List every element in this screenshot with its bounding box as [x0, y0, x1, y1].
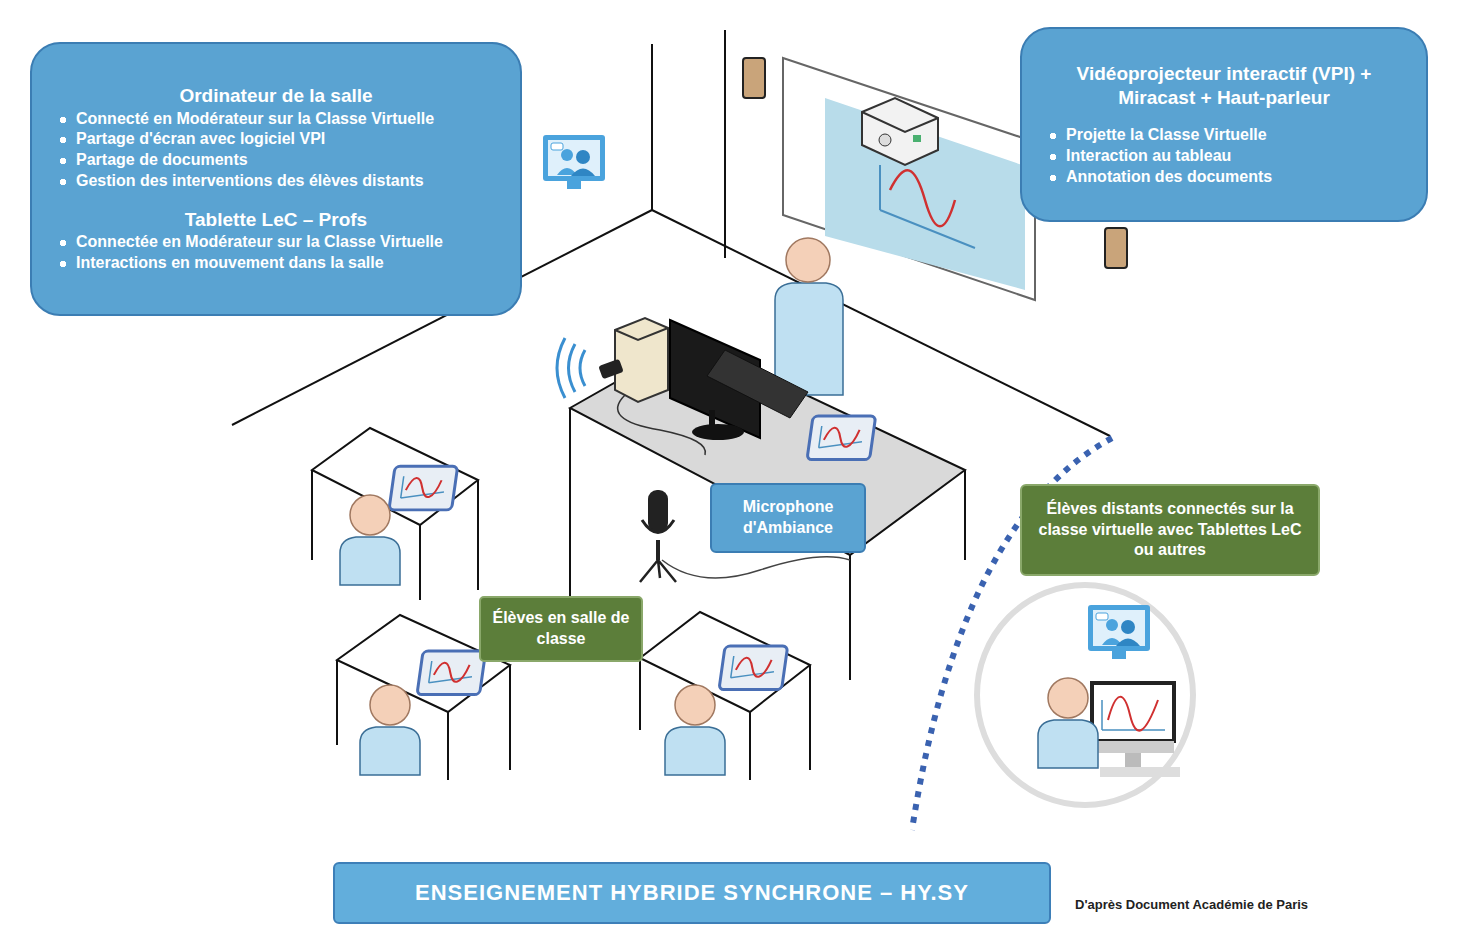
- bullet-item: Gestion des interventions des élèves dis…: [54, 171, 498, 192]
- speaker: [743, 58, 765, 98]
- title-banner: ENSEIGNEMENT HYBRIDE SYNCHRONE – HY.SY: [333, 862, 1051, 924]
- whiteboard: [783, 58, 1035, 300]
- remote-circle: [977, 585, 1193, 805]
- bullet-item: Partage de documents: [54, 150, 498, 171]
- group-label-box: Élèves distants connectés sur la classe …: [1020, 484, 1320, 576]
- box-heading: ENSEIGNEMENT HYBRIDE SYNCHRONE – HY.SY: [347, 879, 1037, 908]
- box-heading: Microphone d'Ambiance: [720, 497, 856, 539]
- info-box: Ordinateur de la salleConnecté en Modéra…: [30, 42, 522, 316]
- info-box: Microphone d'Ambiance: [710, 483, 866, 553]
- bullet-item: Connecté en Modérateur sur la Classe Vir…: [54, 109, 498, 130]
- projection-area: [825, 98, 1025, 290]
- box-heading: Vidéoprojecteur interactif (VPI) + Mirac…: [1044, 62, 1404, 111]
- bullet-item: Annotation des documents: [1044, 167, 1404, 188]
- source-note: D'après Document Académie de Paris: [1075, 897, 1308, 912]
- speaker: [1105, 228, 1127, 268]
- info-box: Vidéoprojecteur interactif (VPI) + Mirac…: [1020, 27, 1428, 222]
- graph-curve: [890, 170, 955, 226]
- box-heading: Élèves distants connectés sur la classe …: [1032, 499, 1308, 561]
- graph-axes: [880, 165, 975, 248]
- box-heading: Élèves en salle de classe: [489, 608, 633, 650]
- projector: [862, 98, 938, 165]
- teacher-figure: [775, 238, 843, 395]
- bullet-item: Connectée en Modérateur sur la Classe Vi…: [54, 232, 498, 253]
- bullet-item: Partage d'écran avec logiciel VPI: [54, 129, 498, 150]
- box-heading: Ordinateur de la salle: [54, 84, 498, 109]
- bullet-item: Interactions en mouvement dans la salle: [54, 253, 498, 274]
- student-desks: [312, 428, 810, 780]
- remote-computer: [1092, 683, 1180, 777]
- bullet-item: Projette la Classe Virtuelle: [1044, 125, 1404, 146]
- computer: [557, 318, 808, 455]
- group-label-box: Élèves en salle de classe: [479, 596, 643, 662]
- bullet-item: Interaction au tableau: [1044, 146, 1404, 167]
- box-heading: Tablette LeC – Profs: [54, 208, 498, 233]
